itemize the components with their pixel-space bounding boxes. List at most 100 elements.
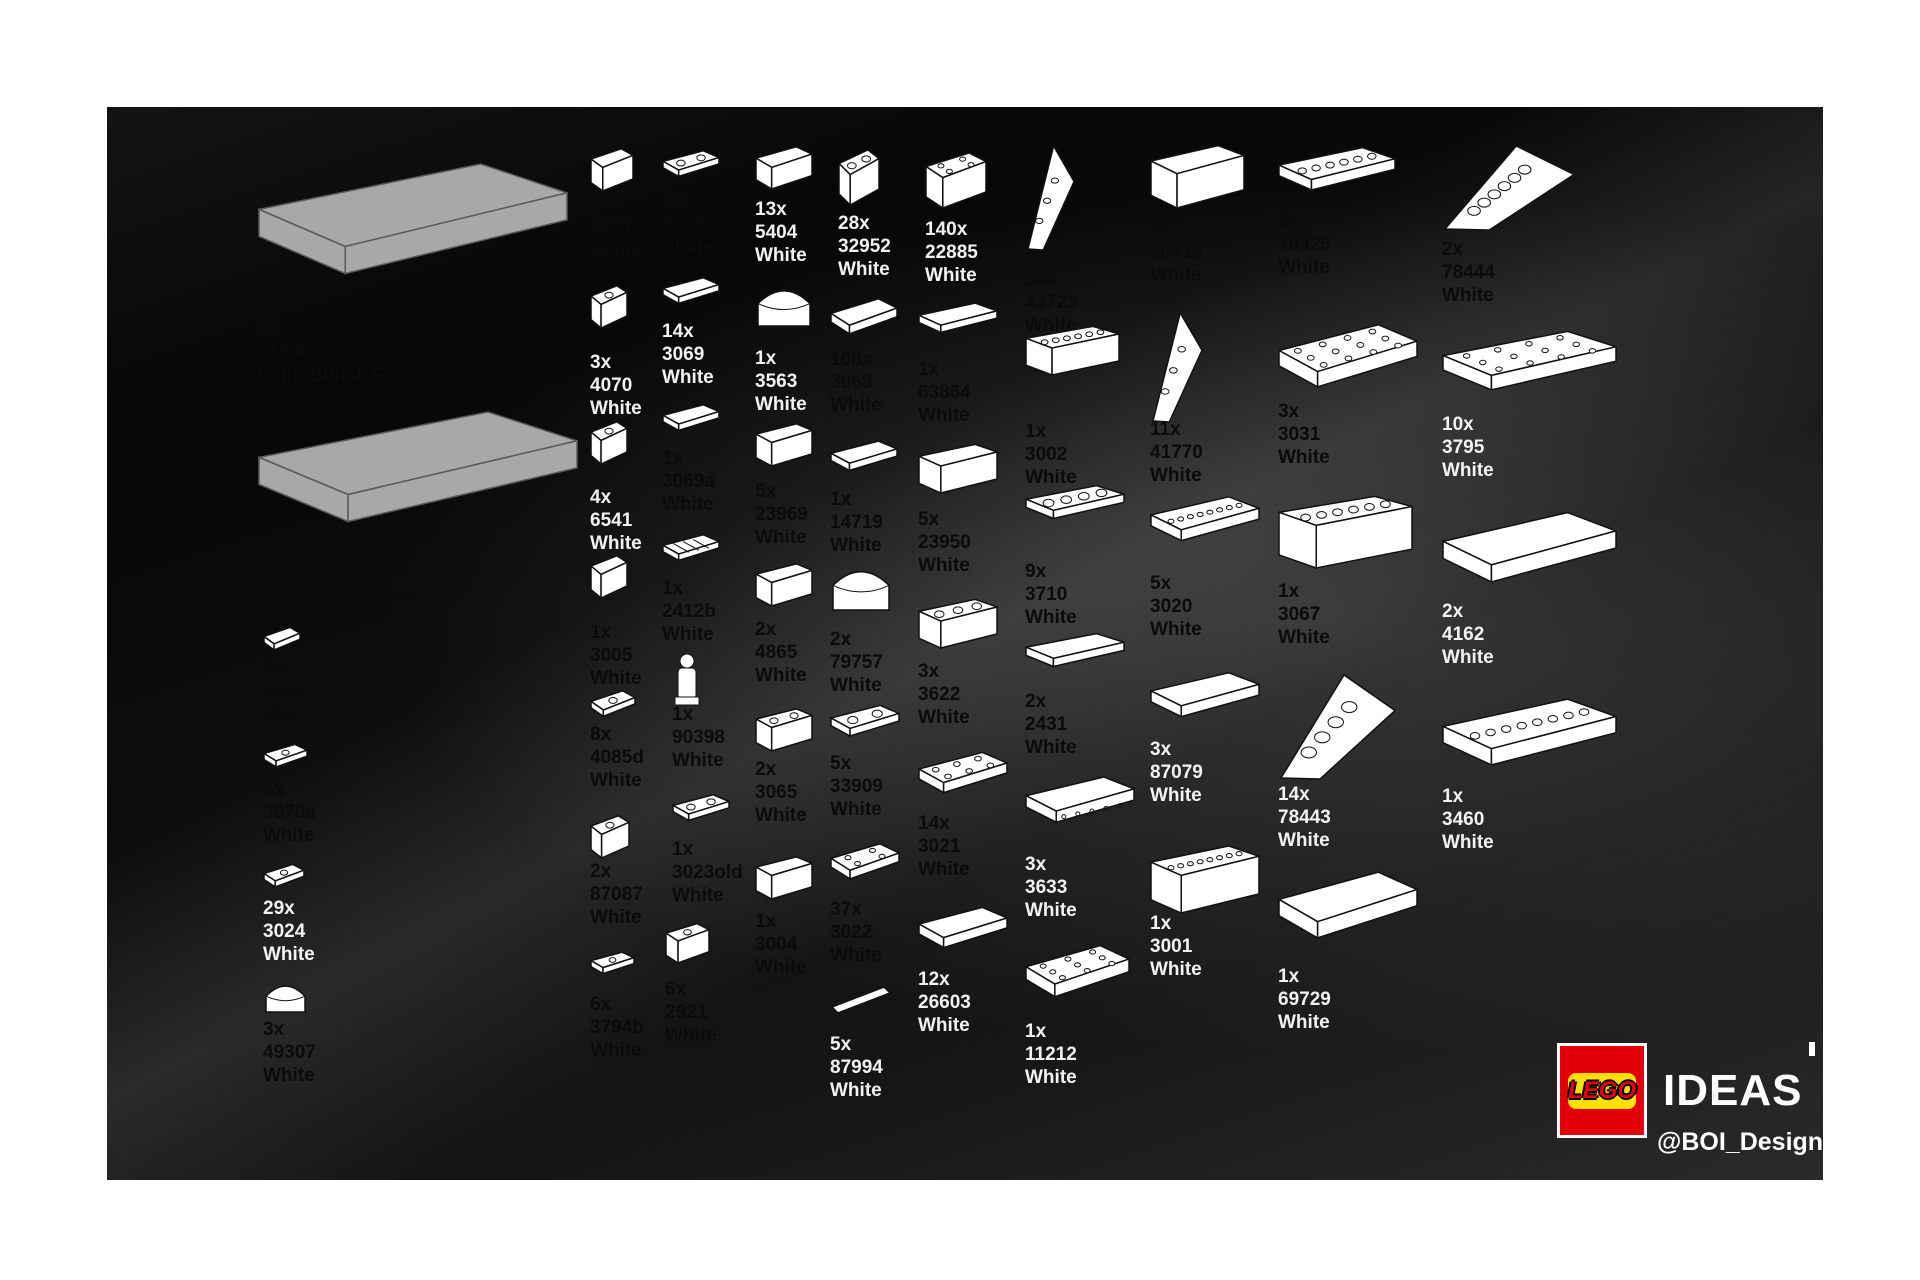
plate-1x2-icon (660, 148, 722, 188)
part-id: 41770 (1150, 442, 1203, 463)
tile-1x2-icon (660, 402, 722, 442)
grille-tile-icon (660, 532, 722, 572)
plate-3x3-icon (1024, 940, 1132, 1015)
part-color: White (1025, 607, 1077, 628)
part-color: White (672, 885, 724, 906)
plate-2x6-icon (1440, 325, 1619, 410)
part-qty: 6x (590, 994, 612, 1015)
plate-1x1-icon (262, 862, 306, 897)
part-color: White (1278, 257, 1330, 278)
part-color: White (1025, 900, 1077, 921)
part-id: 23950 (918, 532, 971, 553)
brick-handle-icon (664, 920, 711, 970)
part-qty: 2x (755, 619, 777, 640)
part-id: 3067 (1278, 604, 1321, 625)
part-id: 78329 (1278, 234, 1331, 255)
part-color: White (590, 533, 642, 554)
part-qty: 1x (590, 622, 612, 643)
fence-icon (1023, 772, 1137, 839)
part-id: 3633 (1025, 877, 1068, 898)
part-qty: 1x (1442, 786, 1464, 807)
part-qty: 8x (590, 724, 612, 745)
part-color: White (590, 398, 642, 419)
part-id: 43723 (1025, 292, 1078, 313)
part-qty: 2x (830, 629, 852, 650)
wedge-plate-long-icon (1442, 143, 1577, 238)
part-color: White (1278, 1012, 1330, 1033)
brick-1x6-icon (1278, 490, 1413, 575)
part-color: White (1025, 1067, 1077, 1088)
part-color: White (590, 770, 642, 791)
part-qty: 1x (755, 348, 777, 369)
part-id: 5404 (755, 222, 798, 243)
wedge-plate-long-icon (1278, 672, 1398, 787)
part-id: 3069 (662, 344, 705, 365)
ideas-mark-icon (1809, 1042, 1815, 1056)
plate-4x4-icon (1276, 318, 1420, 408)
part-color: White (1442, 285, 1494, 306)
lego-logo-text: LEGO (1568, 1073, 1636, 1109)
part-color: White (925, 265, 977, 286)
statuette-icon (672, 652, 702, 712)
part-qty: 5x (755, 481, 777, 502)
panel-1x3-icon (916, 440, 1000, 500)
plate-1x2-icon (670, 792, 732, 832)
brick-1x3-icon (916, 595, 1000, 655)
part-qty: 1x (918, 359, 940, 380)
part-qty: 3x (918, 661, 940, 682)
tile-2x2-icon (829, 295, 899, 348)
part-id: 3020 (1150, 596, 1193, 617)
brick-2x4-icon (1148, 840, 1262, 920)
brick-1x1-icon (589, 552, 629, 605)
part-qty: 1x (830, 489, 852, 510)
part-color: White (918, 405, 970, 426)
part-id: 3622 (918, 684, 961, 705)
part-id: 3068 (830, 372, 873, 393)
part-id: 3021 (918, 836, 961, 857)
part-color: White (662, 237, 714, 258)
part-color: White (755, 957, 807, 978)
part-color: White (263, 825, 315, 846)
part-color: White (662, 624, 714, 645)
wedge-plate-icon (1025, 143, 1077, 258)
part-color: White (1442, 832, 1494, 853)
part-id: 3710 (1025, 584, 1068, 605)
part-id: 63864 (918, 382, 971, 403)
part-color: White (672, 750, 724, 771)
part-qty: 5x (1150, 573, 1172, 594)
brick-2x3-icon (1023, 322, 1120, 382)
part-color: White (1150, 959, 1202, 980)
part-qty: 1x (1150, 913, 1172, 934)
part-qty: 1x (1025, 1021, 1047, 1042)
part-qty: 4x (590, 487, 612, 508)
part-qty: 3x (1278, 401, 1300, 422)
part-color: White (755, 245, 807, 266)
part-color: White (665, 1025, 717, 1046)
part-id: 2921 (665, 1002, 708, 1023)
tile-1x2-icon (660, 275, 722, 315)
part-color: White (918, 1015, 970, 1036)
part-qty: 13x (755, 199, 787, 220)
part-qty: 1x (1278, 966, 1300, 987)
part-id: 6541 (590, 510, 633, 531)
